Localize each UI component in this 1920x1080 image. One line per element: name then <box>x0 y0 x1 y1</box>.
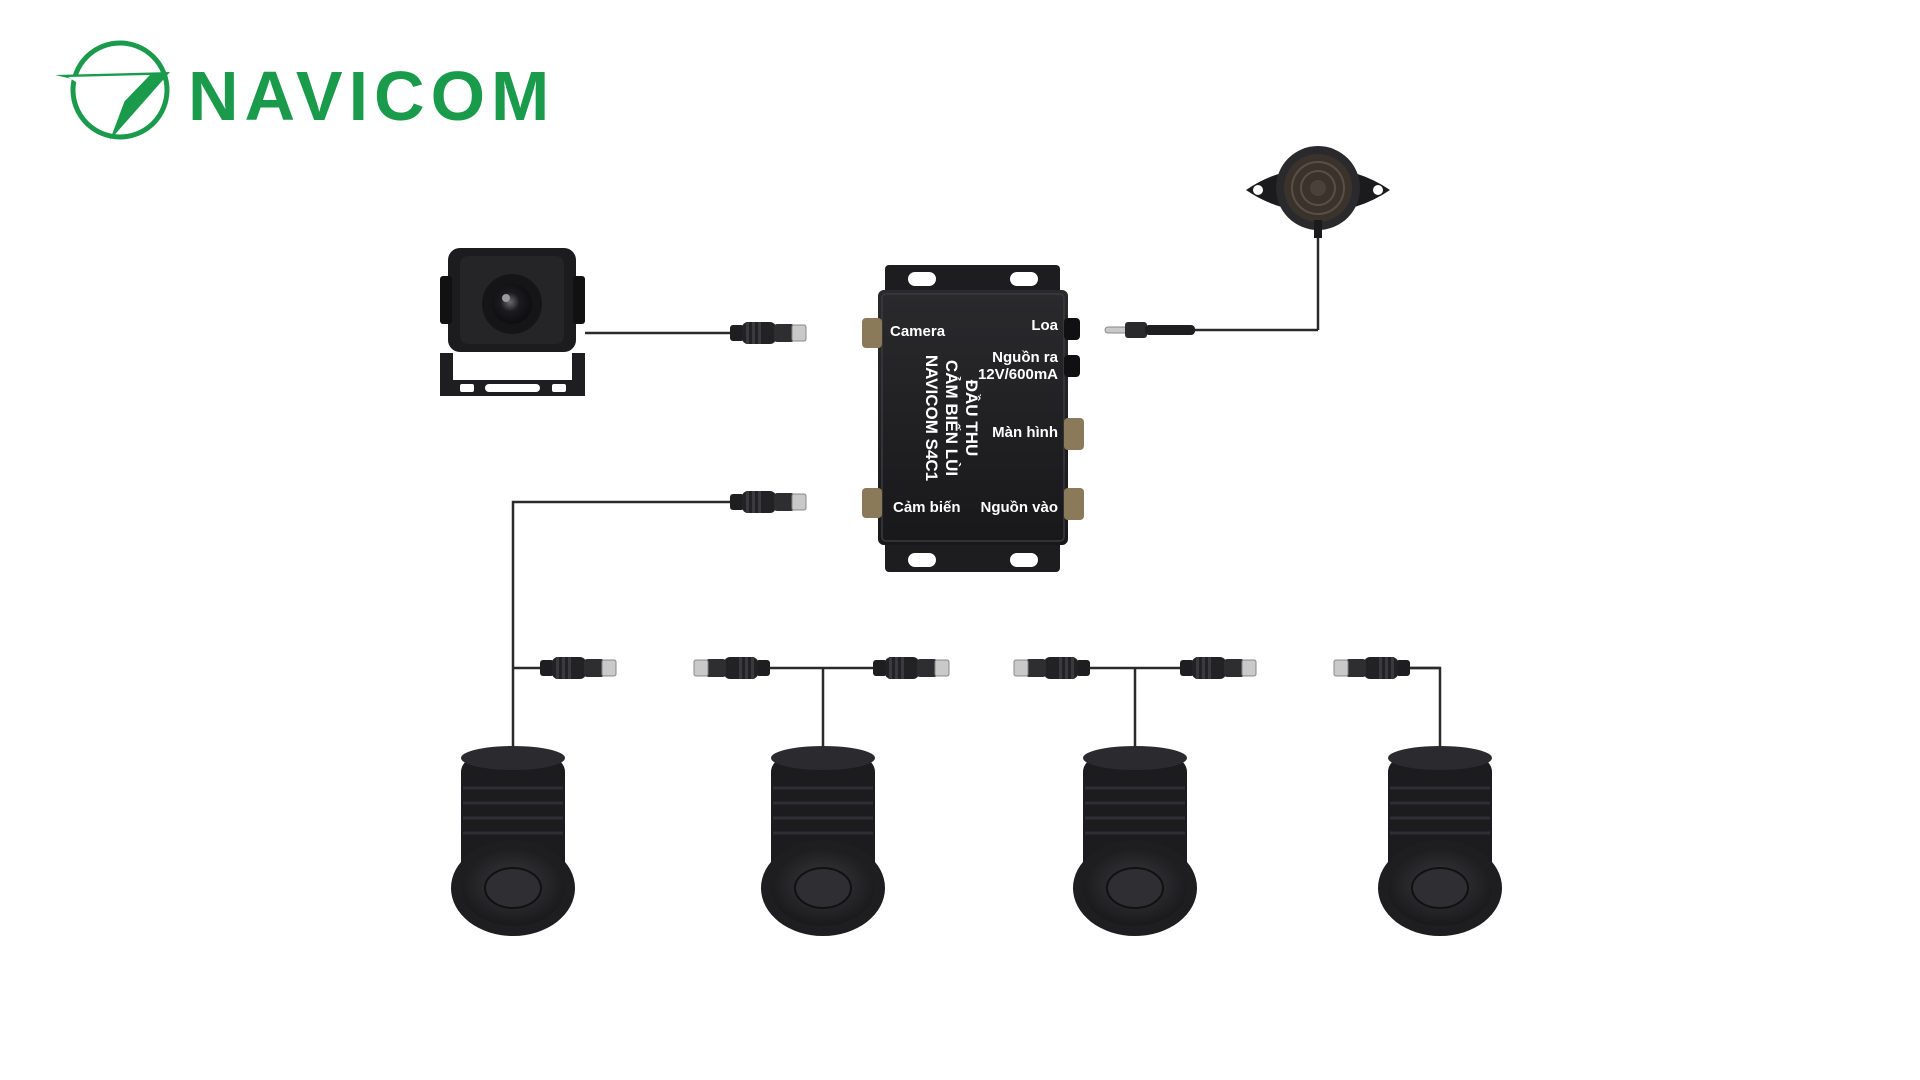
bus-connector <box>693 656 771 680</box>
speaker-port-label: Loa <box>1031 317 1058 334</box>
sensor-bus-connectors <box>539 656 1411 680</box>
bus-connector <box>1179 656 1257 680</box>
navicom-emblem-icon <box>55 40 170 140</box>
buzzer-icon <box>1246 146 1390 238</box>
brand-name: NAVICOM <box>188 57 555 135</box>
camera-port-label: Camera <box>890 323 946 340</box>
box-title-line-1: ĐẦU THU <box>962 380 981 457</box>
cables <box>511 237 1442 758</box>
speaker-plug <box>1104 322 1195 338</box>
box-title: ĐẦU THU CẢM BIẾN LÙI NAVICOM S4C1 <box>922 355 981 481</box>
box-title-line-3: NAVICOM S4C1 <box>922 355 941 481</box>
power-in-port-label: Nguồn vào <box>981 499 1059 516</box>
sensor-trunk-connector <box>729 490 807 514</box>
box-title-line-2: CẢM BIẾN LÙI <box>942 360 961 476</box>
camera-connector <box>729 321 807 345</box>
camera-icon <box>440 248 585 396</box>
parking-sensor-icon <box>449 744 577 938</box>
parking-sensor-icon <box>759 744 887 938</box>
sensor-port-label: Cảm biến <box>893 499 961 516</box>
power-out-label: Nguồn ra <box>992 349 1058 366</box>
parking-sensors <box>449 744 1504 938</box>
bus-connector <box>1013 656 1091 680</box>
navicom-logo: NAVICOM <box>55 40 555 140</box>
parking-sensor-icon <box>1376 744 1504 938</box>
monitor-port-label: Màn hình <box>992 424 1058 441</box>
bus-connector <box>872 656 950 680</box>
bus-connector <box>539 656 617 680</box>
control-box: Camera Loa Nguồn ra 12V/600mA Màn hình C… <box>862 265 1084 572</box>
power-out-spec-label: 12V/600mA <box>978 366 1058 383</box>
bus-connector <box>1333 656 1411 680</box>
parking-sensor-icon <box>1071 744 1199 938</box>
